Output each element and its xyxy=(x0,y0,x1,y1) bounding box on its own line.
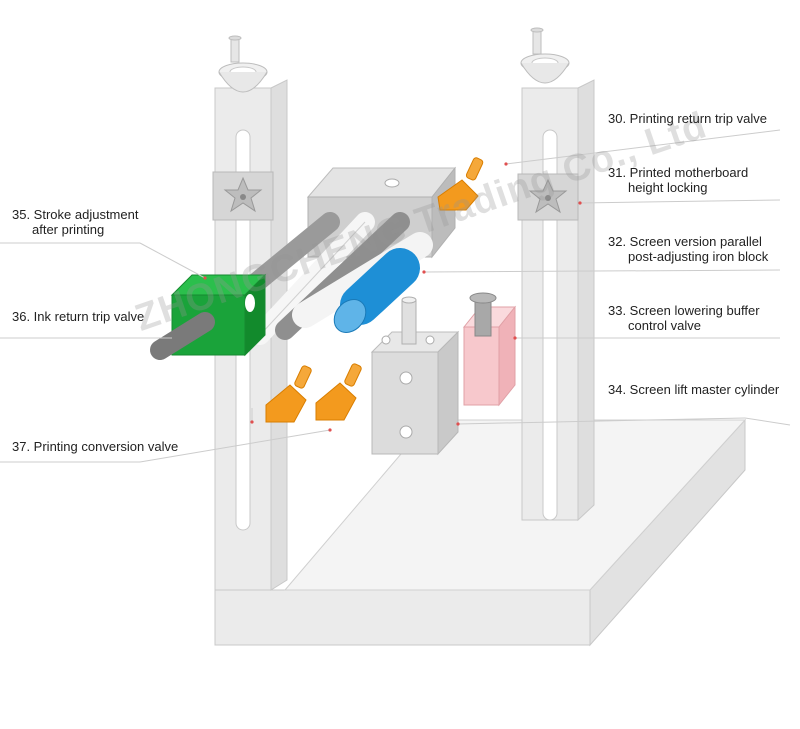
handwheel-icon xyxy=(218,35,268,93)
label-37: 37. Printing conversion valve xyxy=(12,439,179,454)
label-32: 32. Screen version parallel post-adjusti… xyxy=(608,234,769,264)
lift-master-cylinder xyxy=(370,296,460,456)
label-33: 33. Screen lowering buffer control valve xyxy=(608,303,760,333)
label-30: 30. Printing return trip valve xyxy=(608,111,767,126)
buffer-control-valve xyxy=(462,292,517,407)
base-platform xyxy=(214,418,747,647)
leader-dots xyxy=(203,162,582,432)
conversion-valve-2 xyxy=(315,363,362,421)
return-trip-valve xyxy=(437,157,484,211)
label-36: 36. Ink return trip valve xyxy=(12,309,145,324)
blue-roller xyxy=(333,248,420,333)
conversion-valve-1 xyxy=(265,365,312,423)
handwheel-icon xyxy=(520,27,570,84)
label-31: 31. Printed motherboard height locking xyxy=(608,165,749,195)
label-34: 34. Screen lift master cylinder xyxy=(608,382,780,397)
ink-return-valve xyxy=(150,273,267,360)
label-35: 35. Stroke adjustment after printing xyxy=(12,207,139,237)
leader-lines xyxy=(0,129,791,463)
